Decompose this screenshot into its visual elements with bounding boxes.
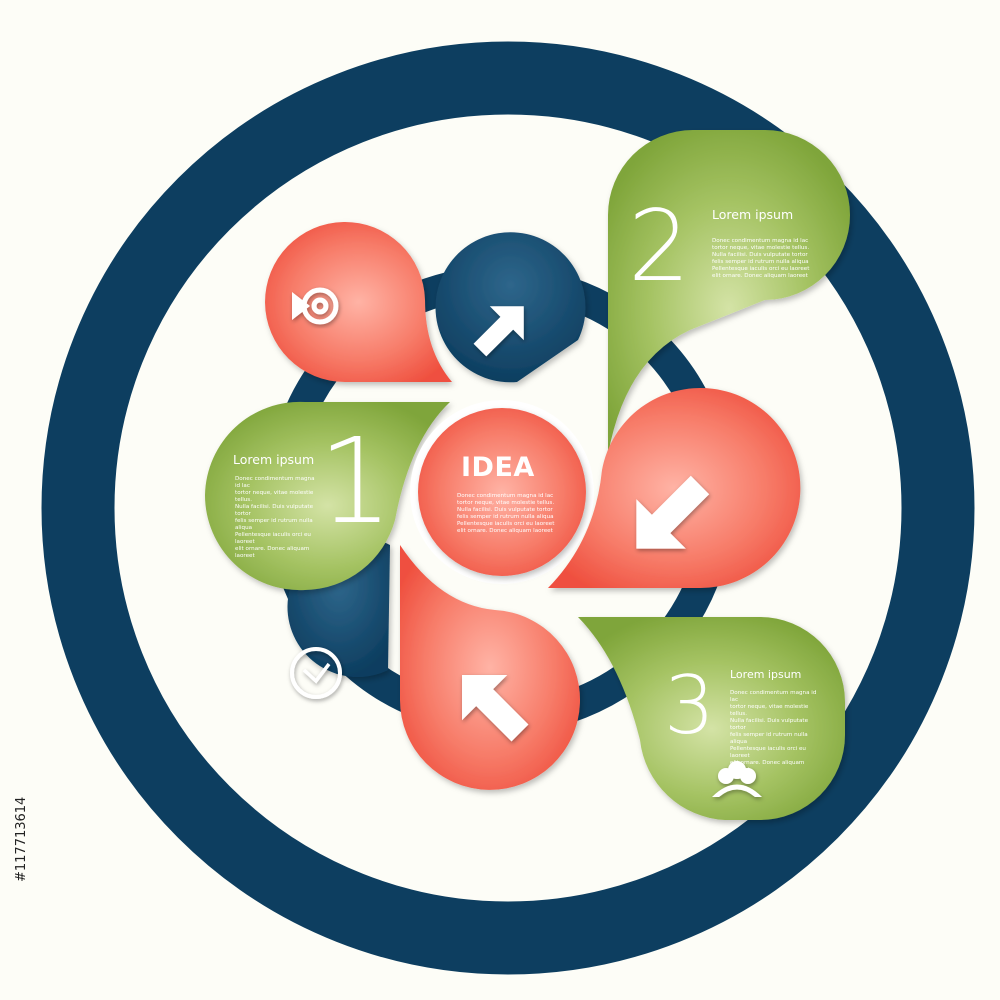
arrow-up-right-icon — [473, 306, 524, 357]
idea-title: IDEA — [461, 452, 535, 483]
step-3-heading: Lorem ipsum — [730, 668, 802, 681]
step-2-text: Donec condimentum magna id lac tortor ne… — [712, 238, 810, 279]
coral-arrow-up-left-node — [400, 545, 580, 790]
arrow-down-left-icon — [636, 475, 710, 549]
step-1-bubble — [204, 401, 450, 591]
step-2-number: 2 — [628, 190, 691, 304]
step-3-bubble — [578, 617, 845, 820]
step-3-number: 3 — [664, 659, 715, 752]
idea-text: Donec condimentum magna id lac tortor ne… — [457, 493, 555, 534]
clock-icon — [290, 647, 342, 699]
idea-circle — [418, 408, 586, 576]
target-icon — [292, 287, 339, 325]
step-2-heading: Lorem ipsum — [712, 207, 794, 222]
arrow-up-left-icon — [462, 675, 529, 742]
step-1-number: 1 — [318, 412, 394, 550]
coral-target-node — [265, 221, 452, 382]
step-2-bubble — [608, 130, 850, 455]
step-3-text: Donec condimentum magna id lac tortor ne… — [730, 690, 817, 773]
step-1-text: Donec condimentum magna id lac tortor ne… — [235, 476, 315, 559]
outer-ring — [41, 41, 975, 975]
coral-arrow-down-left-node — [548, 388, 801, 589]
cloud-icon — [712, 761, 762, 797]
stock-id-label: #117713614 — [14, 796, 29, 882]
step-1-heading: Lorem ipsum — [233, 452, 315, 467]
